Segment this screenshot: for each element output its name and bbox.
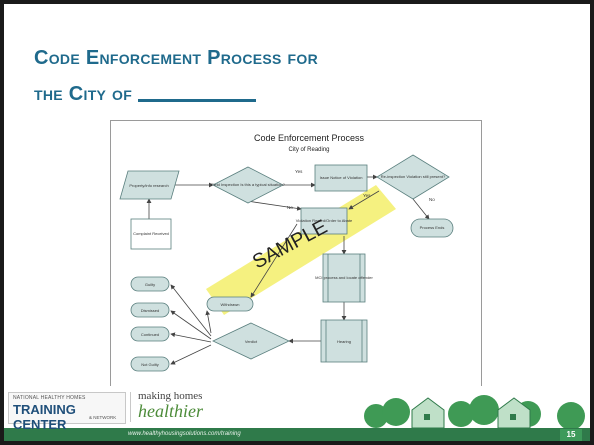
logo-main-text: TRAINING CENTER [13,402,76,432]
node-reinspection-label: Re-inspection Violation still present? [381,174,446,179]
node-guilty-label: Guilty [145,282,155,287]
node-verdict [212,322,290,360]
footer-logo-band: NATIONAL HEALTHY HOMES TRAINING CENTER &… [4,386,590,432]
node-continued-label: Continued [141,332,159,337]
training-center-logo: NATIONAL HEALTHY HOMES TRAINING CENTER &… [8,392,126,432]
node-mci-label: MCI process and locate offender [315,275,373,280]
partner-line-1: making homes [138,390,203,402]
title-line-2-text: the City of [34,83,133,105]
node-guilty [130,276,170,292]
page-number: 15 [560,429,582,441]
footer-url[interactable]: www.healthyhousingsolutions.com/training [128,431,241,437]
node-property-info [119,170,180,200]
node-not-guilty-label: Not Guilty [141,362,159,367]
node-not-guilty [130,356,170,372]
node-field-inspection [212,166,284,204]
slide-title: Code Enforcement Process for the City of [34,40,494,112]
flow-edges [146,174,430,365]
node-violation-record [300,207,348,235]
edge-label-yes-1: Yes [295,169,303,174]
node-reinspection [376,154,450,200]
edge-label-no-1: No [287,205,293,210]
node-property-info-label: Property/info research [129,183,168,188]
node-hearing [320,319,368,363]
node-continued [130,326,170,342]
title-blank-line [137,79,256,102]
logo-sub-text: & NETWORK [89,415,117,420]
node-complaint-label: Complaint Received [133,231,169,236]
flowchart-svg: Code Enforcement Process City of Reading [119,133,454,372]
flowchart-image: Code Enforcement Process City of Reading [110,120,482,390]
edge-label-yes-2: Yes [363,193,371,198]
node-issue-notice [314,164,368,192]
logo-small-text: NATIONAL HEALTHY HOMES [13,395,86,401]
diagram-subtitle: City of Reading [288,147,329,153]
node-mci-process [322,253,366,303]
highlight-band [206,185,396,315]
node-hearing-label: Hearing [337,339,351,344]
making-homes-healthier-logo: making homes healthier [138,390,203,420]
node-dismissed-label: Dismissed [141,308,159,313]
houses-illustration [364,395,585,428]
title-line-1: Code Enforcement Process for [34,47,318,69]
node-process-ends-label: Process Ends [420,225,445,230]
diagram-title: Code Enforcement Process [254,133,365,143]
node-issue-notice-label: Issue Notice of Violation [320,175,363,180]
partner-line-2: healthier [138,401,203,421]
footer: NATIONAL HEALTHY HOMES TRAINING CENTER &… [4,386,590,441]
slide: Code Enforcement Process for the City of… [4,4,590,441]
node-withdrawn [206,296,254,312]
edge-label-no-2: No [429,197,435,202]
title-line-2: the City of [34,76,494,112]
node-dismissed [130,302,170,318]
node-field-inspection-label: Field Inspection Is this a typical situa… [211,182,285,187]
node-process-ends [410,218,454,238]
node-violation-record-label: Violation Record/Order to Abate [296,218,353,223]
node-complaint-received [130,218,172,250]
node-verdict-label: Verdict [245,339,258,344]
logo-separator [130,392,131,422]
node-withdrawn-label: Withdrawn [221,302,240,307]
